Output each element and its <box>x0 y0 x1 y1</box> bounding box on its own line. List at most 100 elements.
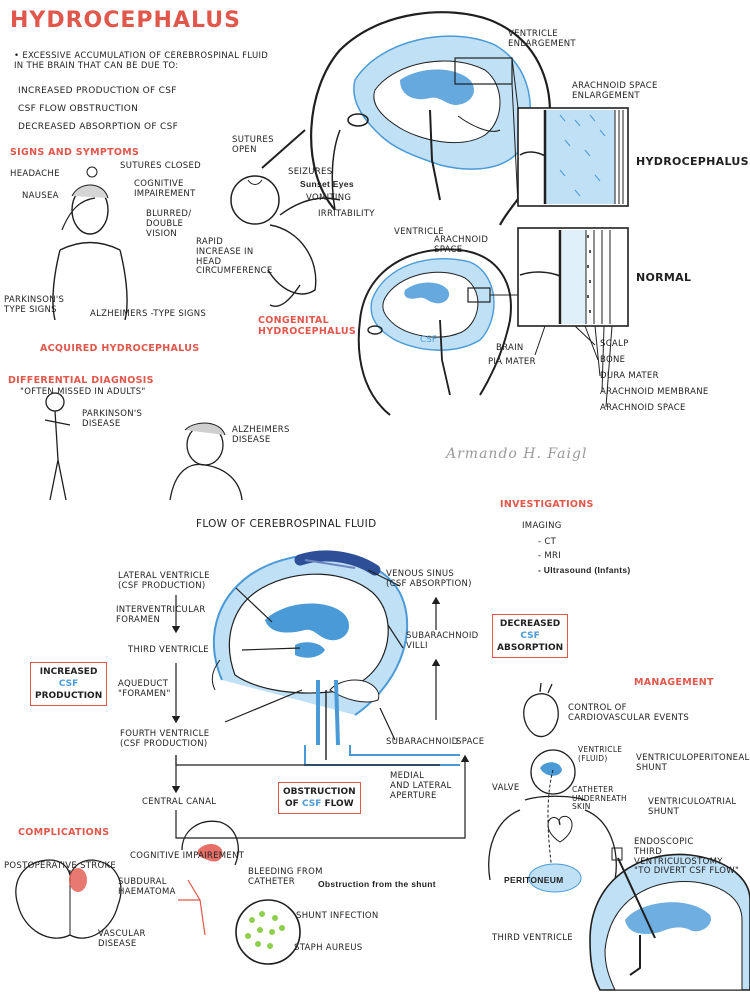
differential-heading: DIFFERENTIAL DIAGNOSIS <box>8 375 154 386</box>
management-peritoneum: PERITONEUM <box>504 875 564 885</box>
cause-increased-production: INCREASED PRODUCTION OF CSF <box>18 86 177 96</box>
signs-heading: SIGNS AND SYMPTOMS <box>10 147 140 158</box>
flow-brain-diagram <box>211 550 460 766</box>
sign-parkinsons-type: PARKINSON'S TYPE SIGNS <box>4 295 65 315</box>
label-arachnoid-enlargement: ARACHNOID SPACE ENLARGEMENT <box>572 81 658 101</box>
label-arachnoid-space-2: ARACHNOID SPACE <box>600 403 686 413</box>
flow-space: SPACE <box>456 737 485 747</box>
label-pia-mater: PIA MATER <box>488 357 536 367</box>
label-dura-mater: DURA MATER <box>600 371 659 381</box>
box-decreased-line3: ABSORPTION <box>497 643 564 654</box>
label-normal-box: NORMAL <box>636 271 692 284</box>
complication-stroke: POSTOPERATIVE STROKE <box>4 861 117 871</box>
child-head-profile <box>357 248 518 416</box>
investigations-heading: INVESTIGATIONS <box>500 499 594 510</box>
box-decreased-line1: DECREASED <box>499 619 561 629</box>
management-third-ventricle: THIRD VENTRICLE <box>492 933 573 943</box>
complication-subdural: SUBDURAL HAEMATOMA <box>118 877 176 897</box>
box-decreased-csf: CSF <box>520 631 540 642</box>
investigation-mri: - MRI <box>538 551 562 561</box>
investigation-imaging: IMAGING <box>522 521 562 531</box>
flow-subarachnoid: SUBARACHNOID <box>386 737 459 747</box>
label-arachnoid-membrane: ARACHNOID MEMBRANE <box>600 387 709 397</box>
complication-bleeding: BLEEDING FROM CATHETER <box>248 867 323 887</box>
box-increased-line1: INCREASED <box>39 667 98 677</box>
sign-seizures: SEIZURES <box>288 167 333 177</box>
management-etv: ENDOSCOPIC THIRD VENTRICULOSTOMY "TO DIV… <box>634 837 740 877</box>
sign-sunset-eyes: Sunset Eyes <box>300 179 354 189</box>
box-obstruction-line1: OBSTRUCTION <box>283 787 356 797</box>
sign-alzheimers-type: ALZHEIMERS -TYPE SIGNS <box>90 309 207 319</box>
investigation-ct: - CT <box>538 537 557 547</box>
box-obstruction-csf: CSF <box>301 799 322 810</box>
label-arachnoid-space: ARACHNOID SPACE <box>434 235 489 255</box>
box-obstruction-flow: FLOW <box>324 799 354 810</box>
complication-vascular: VASCULAR DISEASE <box>98 929 146 949</box>
management-heading: MANAGEMENT <box>634 677 714 688</box>
label-bone: BONE <box>600 355 626 365</box>
sign-blurred-vision: BLURRED/ DOUBLE VISION <box>146 209 192 239</box>
box-increased-csf-production: INCREASED CSF PRODUCTION <box>30 662 108 707</box>
complication-figures <box>15 820 301 965</box>
label-hydrocephalus-box: HYDROCEPHALUS <box>636 155 749 168</box>
flow-venous-sinus: VENOUS SINUS (CSF ABSORPTION) <box>386 569 472 589</box>
management-va-shunt: VENTRICULOATRIAL SHUNT <box>648 797 737 817</box>
cause-decreased-absorption: DECREASED ABSORPTION OF CSF <box>18 122 179 132</box>
normal-meninges-box <box>517 227 629 408</box>
sign-sutures-open: SUTURES OPEN <box>232 135 274 155</box>
box-increased-csf: CSF <box>58 679 79 690</box>
sign-vomiting: VOMITING <box>306 193 352 203</box>
flow-subarachnoid-villi: SUBARACHNOID VILLI <box>406 631 479 651</box>
flow-central-canal: CENTRAL CANAL <box>142 797 217 807</box>
differential-alzheimers: ALZHEIMERS DISEASE <box>232 425 290 445</box>
flow-title: FLOW OF CEREBROSPINAL FLUID <box>196 518 377 530</box>
congenital-heading: CONGENITAL HYDROCEPHALUS <box>258 315 357 337</box>
box-obstruction-of-csf-flow: OBSTRUCTION OF CSF FLOW <box>278 782 361 815</box>
management-ventricle-fluid: VENTRICLE (FLUID) <box>578 745 623 763</box>
differential-note: "OFTEN MISSED IN ADULTS" <box>20 387 146 397</box>
management-cardiovascular: CONTROL OF CARDIOVASCULAR EVENTS <box>568 703 690 723</box>
label-csf: CSF <box>420 335 438 345</box>
management-catheter: CATHETER UNDERNEATH SKIN <box>572 785 627 812</box>
differential-figures <box>44 392 243 501</box>
complication-obstruction: Obstruction from the shunt <box>318 879 436 889</box>
flow-aqueduct: AQUEDUCT "FORAMEN" <box>118 679 171 699</box>
box-obstruction-of: OF <box>285 799 299 810</box>
management-vp-shunt: VENTRICULOPERITONEAL SHUNT <box>636 753 750 773</box>
hydrocephalus-meninges-box <box>517 107 629 207</box>
headache-man-figure <box>52 166 128 321</box>
label-scalp: SCALP <box>600 339 629 349</box>
sign-irritability: IRRITABILITY <box>318 209 375 219</box>
cause-flow-obstruction: CSF FLOW OBSTRUCTION <box>18 104 139 114</box>
flow-interventricular-foramen: INTERVENTRICULAR FORAMEN <box>116 605 206 625</box>
flow-lateral-ventricle: LATERAL VENTRICLE (CSF PRODUCTION) <box>118 571 210 591</box>
author-signature: Armando H. Faigl <box>446 446 588 462</box>
complication-staph: STAPH AUREUS <box>294 943 363 953</box>
management-valve: VALVE <box>492 783 520 793</box>
flow-arrows <box>171 569 470 839</box>
investigation-ultrasound: - Ultrasound (Infants) <box>538 565 631 575</box>
box-obstruction-line2: OF CSF FLOW <box>283 798 356 810</box>
complication-cognitive: COGNITIVE IMPAIREMENT <box>130 851 245 861</box>
label-ventricle-enlargement: VENTRICLE ENLARGEMENT <box>508 29 576 49</box>
page-title: HYDROCEPHALUS <box>10 8 241 33</box>
label-ventricle: VENTRICLE <box>394 227 444 237</box>
acquired-heading: ACQUIRED HYDROCEPHALUS <box>40 343 200 354</box>
definition-text: • EXCESSIVE ACCUMULATION OF CEREBROSPINA… <box>14 51 269 71</box>
adult-head-profile <box>261 11 551 226</box>
sign-rapid-head-increase: RAPID INCREASE IN HEAD CIRCUMFERENCE <box>196 237 273 277</box>
sign-sutures-closed: SUTURES CLOSED <box>120 161 201 171</box>
flow-fourth-ventricle: FOURTH VENTRICLE (CSF PRODUCTION) <box>120 729 210 749</box>
box-decreased-csf-absorption: DECREASED CSF ABSORPTION <box>492 614 569 659</box>
sign-headache: HEADACHE <box>10 169 60 179</box>
label-brain: BRAIN <box>496 343 524 353</box>
flow-third-ventricle: THIRD VENTRICLE <box>128 645 209 655</box>
sign-cognitive: COGNITIVE IMPAIREMENT <box>134 179 196 199</box>
baby-figure <box>230 175 341 307</box>
flow-medial-lateral-aperture: MEDIAL AND LATERAL APERTURE <box>390 771 452 801</box>
sign-nausea: NAUSEA <box>22 191 59 201</box>
complication-infection: SHUNT INFECTION <box>296 911 379 921</box>
management-figures <box>488 682 750 991</box>
complications-heading: COMPLICATIONS <box>18 827 110 838</box>
